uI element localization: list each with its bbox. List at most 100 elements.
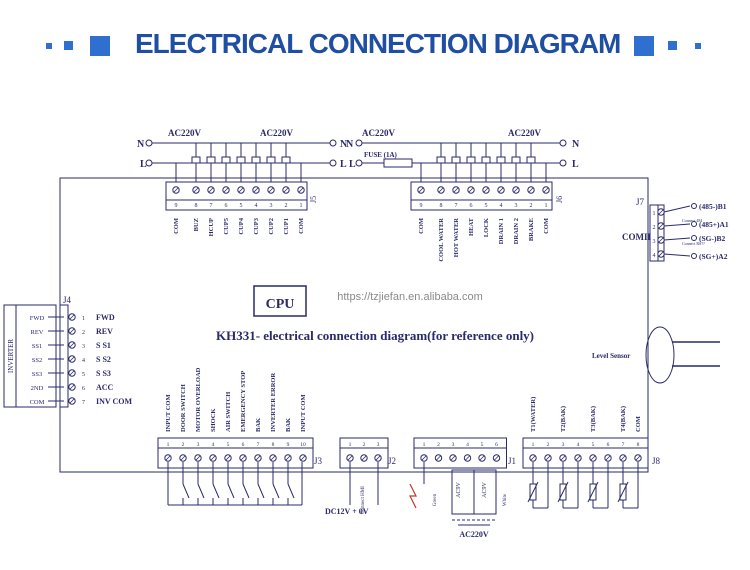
terminal-screw — [237, 186, 245, 194]
pin-label: (SG-)B2 — [699, 234, 726, 243]
terminal-screw — [252, 186, 260, 194]
terminal-screw — [282, 186, 290, 194]
pin-number: 4 — [466, 442, 469, 448]
pin-number: 2 — [363, 442, 366, 448]
inverter-terminal-label: FWD — [30, 315, 45, 322]
terminal-screw — [68, 397, 76, 405]
terminal-screw — [463, 454, 472, 462]
pin-number: 4 — [577, 442, 580, 448]
terminal-screw — [284, 454, 292, 462]
n-label: N — [572, 139, 580, 150]
pin-label: INPUT COM — [165, 394, 172, 432]
level-sensor — [645, 326, 720, 384]
terminal-screw — [267, 186, 275, 194]
pin-number: 5 — [481, 442, 484, 448]
terminal-screw — [179, 454, 187, 462]
power-right-wires — [355, 139, 567, 182]
pin-number: 2 — [547, 442, 550, 448]
l-label: L — [349, 159, 356, 170]
j6-label: J6 — [555, 196, 564, 203]
pin-number: 9 — [420, 203, 423, 209]
pin-label: AIR SWITCH — [225, 392, 232, 432]
pin-label: COM — [543, 218, 550, 234]
j7-com-label: COMII — [622, 232, 651, 242]
terminal-screw — [68, 369, 76, 377]
terminal-screw — [172, 186, 180, 194]
terminal-screw — [68, 383, 76, 391]
pin-number: 2 — [182, 442, 185, 448]
terminal-screw — [492, 454, 501, 462]
terminal-screw — [527, 186, 535, 194]
pin-number: 2 — [530, 203, 533, 209]
terminal-screw — [467, 186, 475, 194]
terminal-screw — [164, 454, 172, 462]
terminal-screw — [346, 454, 354, 462]
pin-number: 8 — [195, 203, 198, 209]
pin-label: DOOR SWITCH — [180, 384, 187, 432]
n-label: N — [340, 139, 348, 150]
pin-number: 4 — [212, 442, 215, 448]
ac220v-label: AC220V — [260, 128, 293, 138]
decor-square — [46, 43, 52, 49]
pin-number: 6 — [607, 442, 610, 448]
pin-number: 1 — [167, 442, 170, 448]
pin-number: 7 — [622, 442, 625, 448]
terminal-screw — [559, 454, 567, 462]
diagram-caption: KH331- electrical connection diagram(for… — [216, 328, 534, 343]
l-label: L — [572, 159, 579, 170]
page-header: ELECTRICAL CONNECTION DIAGRAM — [0, 22, 750, 72]
j8-label: J8 — [652, 456, 661, 466]
cpu-label: CPU — [266, 297, 295, 312]
terminal-screw — [657, 236, 665, 244]
pin-label: MOTOR OVERLOAD — [195, 367, 202, 432]
pin-number: 4 — [653, 253, 656, 259]
terminal-screw — [437, 186, 445, 194]
n-label: N — [346, 139, 354, 150]
terminal-screw — [222, 186, 230, 194]
pin-label: COOL WATER — [438, 218, 445, 262]
green-label: Green — [433, 493, 438, 506]
j2-label: J2 — [388, 456, 396, 466]
connector-j7-frame — [649, 204, 665, 262]
pin-number: 6 — [225, 203, 228, 209]
pin-label: S S3 — [96, 369, 111, 378]
l-label: L — [340, 159, 347, 170]
terminal-screw — [194, 454, 202, 462]
ac220v-label: AC220V — [168, 128, 201, 138]
page-title: ELECTRICAL CONNECTION DIAGRAM — [135, 28, 621, 59]
pin-number: 5 — [240, 203, 243, 209]
inverter-terminal-label: SS2 — [32, 357, 42, 364]
pin-label: FWD — [96, 313, 115, 322]
pin-number: 5 — [592, 442, 595, 448]
pin-label: BUZ — [193, 218, 200, 231]
pin-number: 3 — [653, 239, 656, 245]
pin-label: S S2 — [96, 355, 111, 364]
terminal-screw — [434, 454, 443, 462]
terminal-screw — [497, 186, 505, 194]
pin-number: 5 — [227, 442, 230, 448]
pin-number: 2 — [285, 203, 288, 209]
decor-square — [90, 36, 110, 56]
white-label: White — [503, 493, 508, 506]
pin-label: COM — [418, 218, 425, 234]
terminal-screw — [657, 250, 665, 258]
terminal-screw — [482, 186, 490, 194]
power-left-wires — [145, 139, 337, 182]
pin-label: (SG+)A2 — [699, 252, 728, 261]
pin-number: 6 — [242, 442, 245, 448]
pin-number: 1 — [349, 442, 352, 448]
l-label: L — [140, 159, 147, 170]
pin-label: HEAT — [468, 217, 475, 236]
j7-connect-note: Connect 484 — [682, 218, 702, 223]
pin-label: T1(WATER) — [530, 397, 537, 432]
inverter-terminal-label: SS3 — [32, 371, 42, 378]
pin-label: LOCK — [483, 218, 490, 237]
pin-number: 2 — [653, 225, 656, 231]
pin-label: CUP1 — [283, 218, 290, 235]
terminal-screw — [68, 355, 76, 363]
